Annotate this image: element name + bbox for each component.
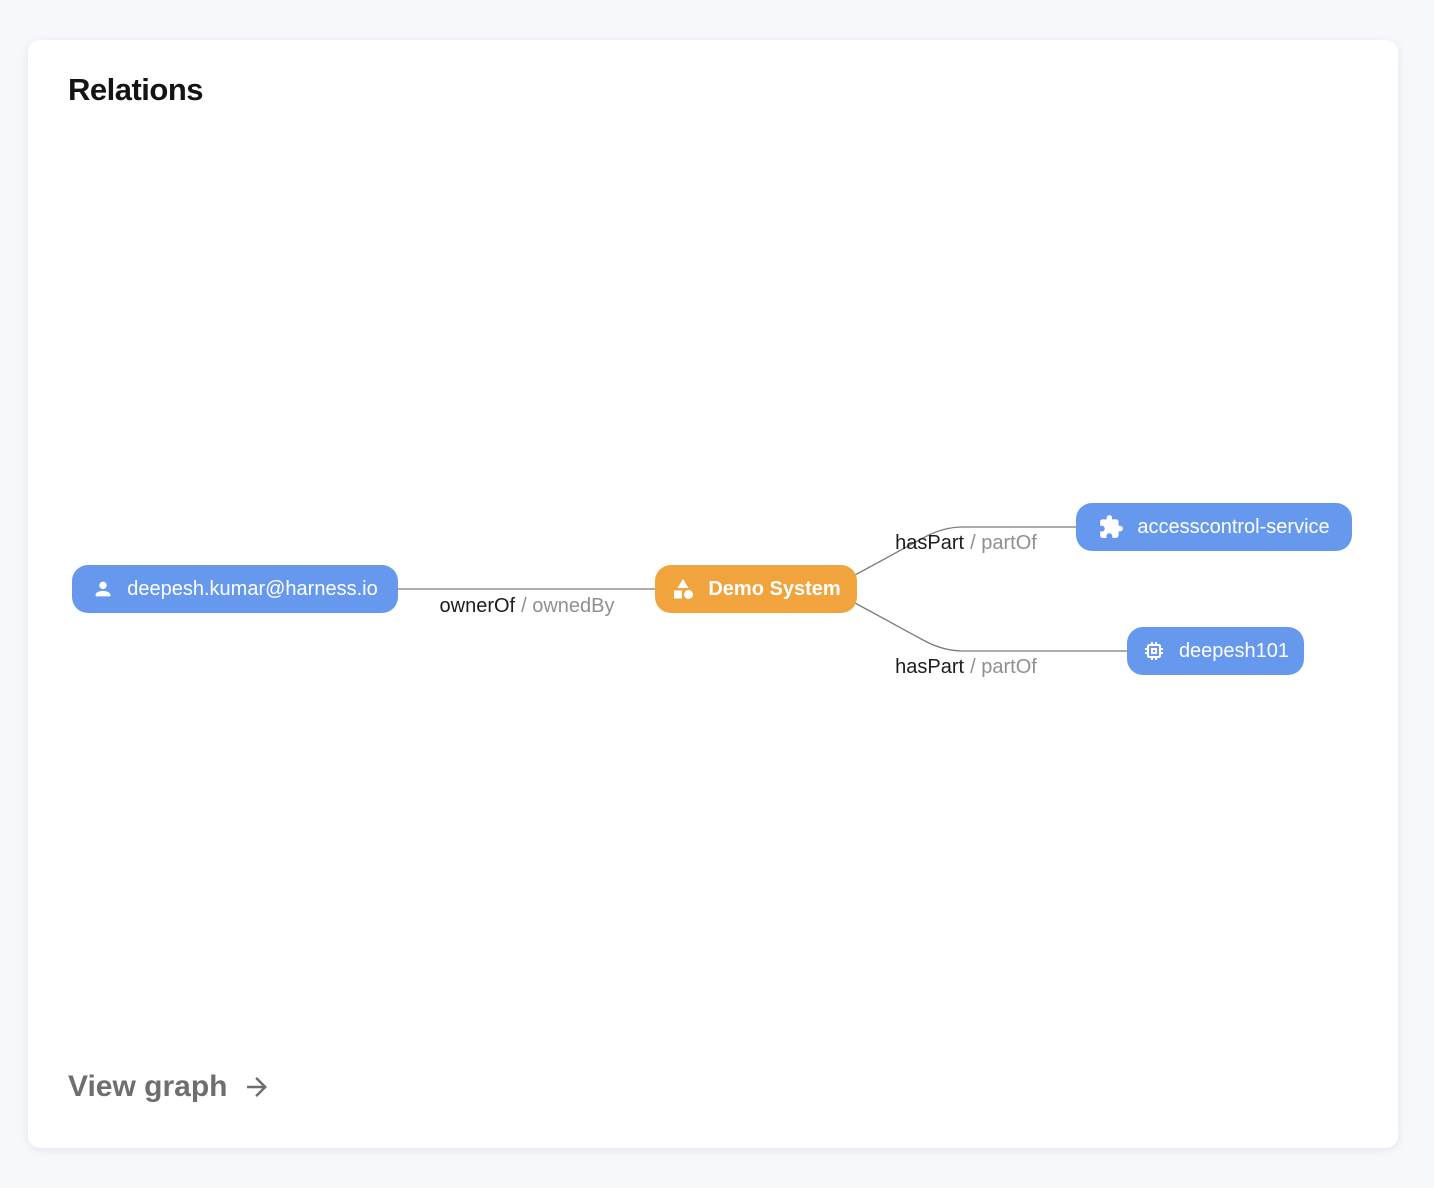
edge-label-secondary: / partOf [970,532,1037,554]
edge-label-primary: ownerOf [439,595,516,617]
arrow-right-icon [242,1072,272,1102]
node-resource[interactable]: deepesh101 [1127,627,1304,675]
node-service[interactable]: accesscontrol-service [1076,503,1352,551]
edge-label-haspart-service: hasPart/ partOf [895,532,1037,555]
relations-card: Relations deepesh.kumar@harness.io Demo … [28,40,1398,1148]
person-icon [92,578,114,600]
node-user-label: deepesh.kumar@harness.io [127,577,378,600]
edge-label-primary: hasPart [895,532,965,554]
edge-label-owner: ownerOf/ ownedBy [440,595,615,618]
edge-label-haspart-resource: hasPart/ partOf [895,656,1037,679]
edge-label-primary: hasPart [895,656,965,678]
edge-haspart-resource [854,602,1127,652]
node-user[interactable]: deepesh.kumar@harness.io [72,565,398,613]
relations-edges [398,526,1127,652]
view-graph-label: View graph [68,1070,228,1103]
node-service-label: accesscontrol-service [1137,515,1330,538]
edge-label-secondary: / partOf [970,656,1037,678]
card-title: Relations [68,72,204,107]
edge-label-secondary: / ownedBy [521,595,615,617]
category-icon [671,577,695,601]
node-system-label: Demo System [708,577,841,600]
puzzle-icon [1098,514,1124,540]
view-graph-link[interactable]: View graph [68,1070,272,1104]
chip-icon [1142,639,1166,663]
edge-haspart-service [854,526,1076,576]
node-resource-label: deepesh101 [1178,639,1290,662]
node-system[interactable]: Demo System [655,565,857,613]
